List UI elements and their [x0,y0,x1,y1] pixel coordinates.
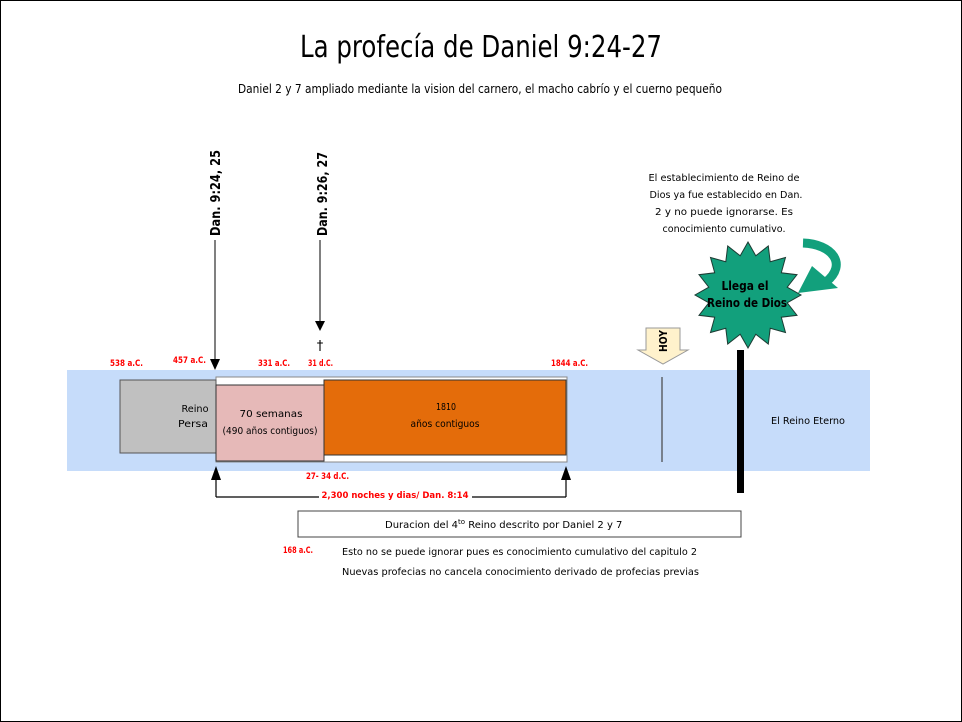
span-2300-left-arrowhead [211,466,221,480]
note-line-1: Esto no se puede ignorar pues es conocim… [342,547,697,558]
date-27-34-ad: 27- 34 d.C. [306,472,349,482]
seventy-weeks-sublabel: (490 años contiguos) [223,426,318,437]
dan-9-26-arrowhead [315,321,325,331]
seventy-weeks-block [215,384,325,462]
persian-block-label-1: Reino [182,404,209,415]
page-subtitle: Daniel 2 y 7 ampliado mediante la vision… [238,82,722,96]
date-168-bc: 168 a.C. [283,546,313,556]
today-arrow [636,327,690,365]
today-label: HOY [657,329,670,352]
fourth-kingdom-prefix: Duracion del 4 [385,520,458,531]
date-331-bc: 331 a.C. [258,359,290,369]
kingdom-marker-bar [737,350,744,493]
reference-dan-9-24-25: Dan. 9:24, 25 [209,150,224,236]
remaining-years-block [323,379,567,456]
fourth-kingdom-box [297,510,742,538]
starburst-label-1: Llega el [722,279,769,293]
seventy-weeks-label: 70 semanas [240,409,303,420]
span-2300-label: 2,300 noches y dias/ Dan. 8:14 [322,491,469,501]
fourth-kingdom-suffix: Reino descrito por Daniel 2 y 7 [465,520,622,531]
date-538-bc: 538 a.C. [110,359,143,369]
curved-arrow-head-icon [798,266,838,293]
page-title: La profecía de Daniel 9:24-27 [300,30,662,65]
date-31-ad: 31 d.C. [308,359,333,369]
dagger-icon: † [317,339,324,354]
fourth-kingdom-sup: to [458,518,465,526]
kingdom-note-line-1: El establecimiento de Reino de [649,173,800,184]
reference-dan-9-26-27: Dan. 9:26, 27 [316,152,331,236]
remaining-years-number: 1810 [436,402,456,413]
span-2300-label-bg [319,488,472,501]
kingdom-note-line-3: 2 y no puede ignorarse. Es [655,207,793,218]
persian-kingdom-block [119,379,217,454]
date-457-bc: 457 a.C. [173,356,206,366]
remaining-years-label: años contiguos [411,419,480,430]
span-2300-right-arrowhead [561,466,571,480]
starburst-label-2: Reino de Dios [707,296,787,310]
kingdom-note-line-4: conocimiento cumulativo. [663,224,786,235]
note-line-2: Nuevas profecias no cancela conocimiento… [342,567,699,578]
eternal-kingdom-label: El Reino Eterno [771,416,845,427]
persian-block-label-2: Persa [178,419,208,430]
curved-arrow-icon [802,238,841,286]
date-1844: 1844 a.C. [551,359,588,369]
fourth-kingdom-text: Duracion del 4to Reino descrito por Dani… [385,518,622,531]
kingdom-note-line-2: Dios ya fue establecido en Dan. [650,190,803,201]
kingdom-starburst [693,240,803,350]
dan-9-24-arrowhead [210,359,220,370]
